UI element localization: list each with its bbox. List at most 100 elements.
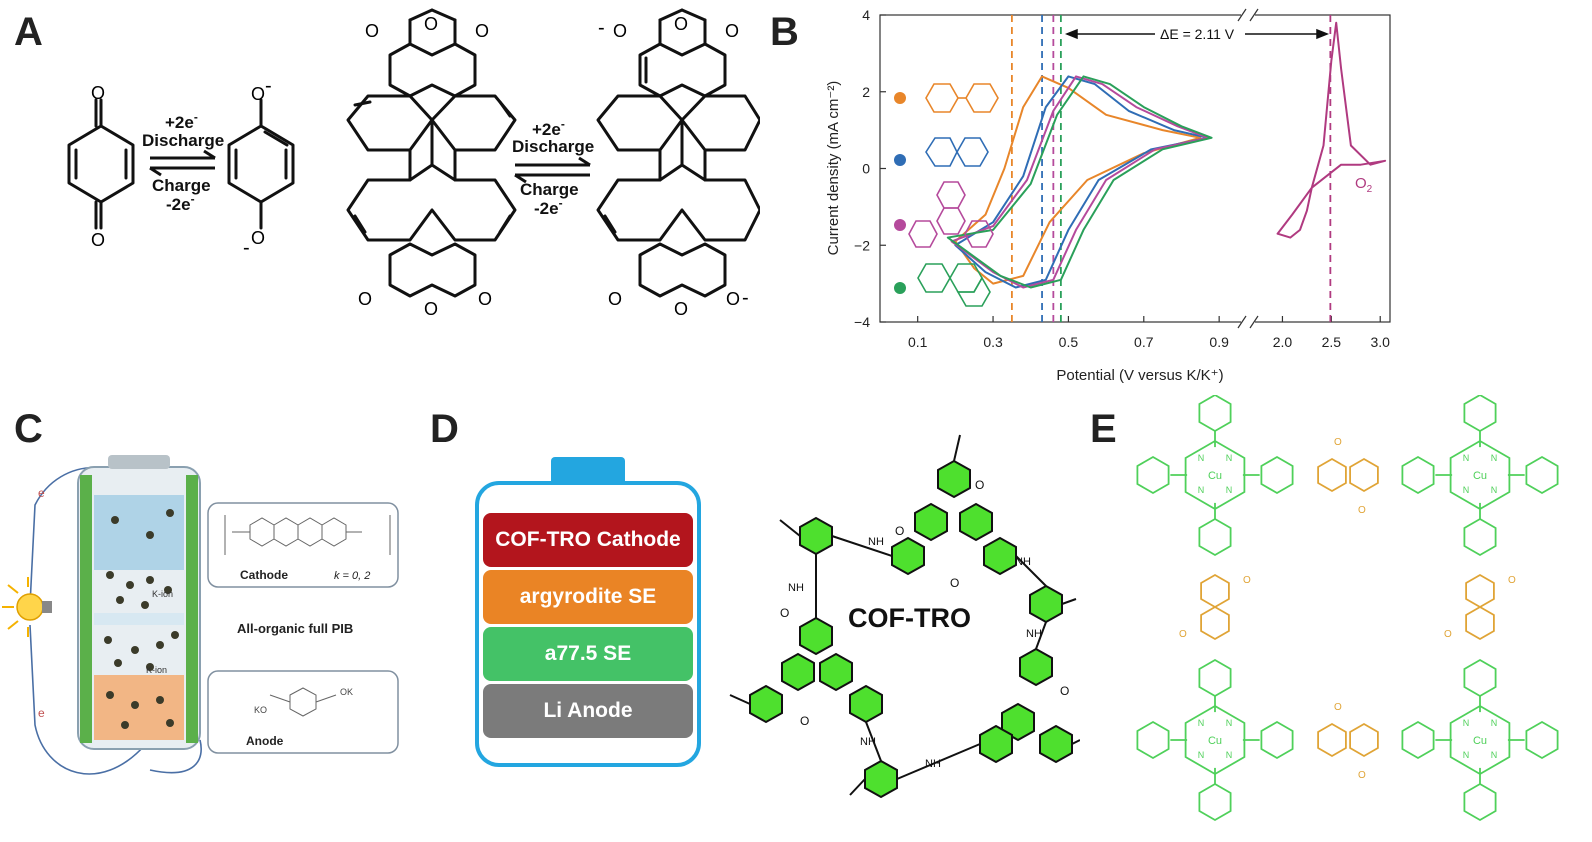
ni-ring-a-2 xyxy=(1200,573,1230,609)
axis-break-gap-0 xyxy=(1241,9,1255,21)
cv-dashed-lines xyxy=(1010,15,1332,322)
ni-o-label-b-1: O xyxy=(1358,770,1366,781)
nh-label-6: NH xyxy=(925,758,941,770)
pc-arm-ring-1-0 xyxy=(1463,395,1497,433)
ni-ring-a-0 xyxy=(1317,457,1347,493)
phthalocyanine-unit-1 xyxy=(1401,395,1559,557)
panel-a-reactions: O O +2e- Discharge Charge -2e- O - O - xyxy=(67,8,760,319)
cof-tro-green-rings xyxy=(749,459,1073,799)
o-label-3: O xyxy=(950,576,959,590)
naphthalimide-unit-1 xyxy=(1317,722,1379,758)
cv-curve-2 xyxy=(950,75,1209,289)
ni-o-label-a-3: O xyxy=(1508,575,1516,586)
o-label-4: O xyxy=(780,606,789,620)
cv-curve-3 xyxy=(946,75,1213,289)
battery-terminal-wire xyxy=(149,739,202,774)
phthalocyanine-unit-0 xyxy=(1136,395,1294,557)
all-organic-pib-label: All-organic full PIB xyxy=(237,621,353,636)
y-tick-label-2: 0 xyxy=(862,161,870,177)
pc-cu-label-1: Cu xyxy=(1473,470,1487,482)
ni-o-label-a-0: O xyxy=(1334,437,1342,448)
pc-arm-ring-1-2 xyxy=(1401,455,1435,495)
pc-n-label-0-2: N xyxy=(1198,485,1205,495)
o2-label: O2 xyxy=(1355,175,1373,195)
ptcda-o-4: O xyxy=(358,289,372,309)
reduced-o-1: O xyxy=(613,21,627,41)
k-ion-label-top: K-ion xyxy=(152,589,173,599)
x-tick-label-4: 0.9 xyxy=(1209,334,1229,350)
y-tick-label-4: −4 xyxy=(854,314,870,330)
anode-fiber-region xyxy=(94,675,184,740)
legend-dot-green xyxy=(894,282,906,294)
pc-cu-label-3: Cu xyxy=(1473,735,1487,747)
ptcda-o-2: O xyxy=(424,14,438,34)
pc-arm-ring-2-0 xyxy=(1198,658,1232,698)
nh-label-1: NH xyxy=(868,536,884,548)
light-bulb-icon xyxy=(2,577,52,637)
legend-dot-blue xyxy=(894,154,906,166)
pc-n-label-0-1: N xyxy=(1226,453,1233,463)
o-label-6: O xyxy=(1060,684,1069,698)
x-tick-label-2: 0.5 xyxy=(1059,334,1079,350)
separator-band xyxy=(94,613,184,625)
pc-n-label-3-0: N xyxy=(1463,718,1470,728)
cv-series xyxy=(946,21,1387,289)
benzoquinone-o-bottom: O xyxy=(91,230,105,250)
pc-arm-ring-0-1 xyxy=(1198,517,1232,557)
cv-plot-frame xyxy=(879,14,1391,323)
pc-n-label-3-1: N xyxy=(1491,718,1498,728)
anode-ok-label: OK xyxy=(340,687,353,697)
nh-label-4: NH xyxy=(1026,628,1042,640)
axis-break-mark-b-0 xyxy=(1249,8,1259,22)
anode-label: Anode xyxy=(246,734,284,748)
k-ion-particles xyxy=(104,509,179,729)
cv-curve-4 xyxy=(1276,21,1387,239)
panel-c-letter: C xyxy=(14,407,43,451)
cv-curve-1 xyxy=(954,75,1209,289)
cof-tro-structure: COF-TRO NH NH NH NH NH NH O O O O O O xyxy=(729,434,1080,799)
axis-break-gap-1 xyxy=(1241,316,1255,328)
ni-o-label-b-0: O xyxy=(1358,505,1366,516)
cathode-structure-box xyxy=(207,502,399,588)
layer-a775: a77.5 SE xyxy=(483,627,693,681)
ni-o-label-a-1: O xyxy=(1334,702,1342,713)
equilibrium-arrow-1 xyxy=(149,149,216,177)
ni-ring-a-1 xyxy=(1317,722,1347,758)
pc-n-label-0-3: N xyxy=(1226,485,1233,495)
ni-ring-b-0 xyxy=(1349,457,1379,493)
dianion-charge-top: - xyxy=(265,75,272,97)
reaction2-discharge: Discharge xyxy=(512,137,594,156)
battery-side-right xyxy=(186,475,198,743)
pc-n-label-2-0: N xyxy=(1198,718,1205,728)
o-label-1: O xyxy=(975,478,984,492)
reaction1-electron-top: +2e- xyxy=(165,110,198,132)
panel-d-letter: D xyxy=(430,407,459,451)
cathode-label: Cathode xyxy=(240,568,288,582)
anode-ko-label: KO xyxy=(254,705,267,715)
reduced-charge-1: - xyxy=(598,17,605,39)
pc-n-label-0-0: N xyxy=(1198,453,1205,463)
equilibrium-arrow-2 xyxy=(514,156,591,184)
legend-dot-orange xyxy=(894,92,906,104)
layer-anode: Li Anode xyxy=(483,684,693,738)
naphthalimide-unit-0 xyxy=(1317,457,1379,493)
x-tick-label-7: 3.0 xyxy=(1370,334,1390,350)
battery-top-terminal xyxy=(551,457,625,483)
pc-arm-ring-2-3 xyxy=(1260,720,1294,760)
pc-n-label-2-1: N xyxy=(1226,718,1233,728)
pc-arm-ring-3-1 xyxy=(1463,782,1497,822)
reaction2-electron-top: +2e- xyxy=(532,117,565,139)
cv-curve-0 xyxy=(954,75,1202,285)
reduced-o-4: O xyxy=(608,289,622,309)
cathode-k-label: k = 0, 2 xyxy=(334,570,370,582)
ni-ring-b-3 xyxy=(1465,605,1495,641)
pc-n-label-1-3: N xyxy=(1491,485,1498,495)
reaction2-charge: Charge xyxy=(520,180,579,199)
reaction1-discharge: Discharge xyxy=(142,131,224,150)
panel-a-letter: A xyxy=(14,10,43,54)
panel-b-letter: B xyxy=(770,10,799,54)
